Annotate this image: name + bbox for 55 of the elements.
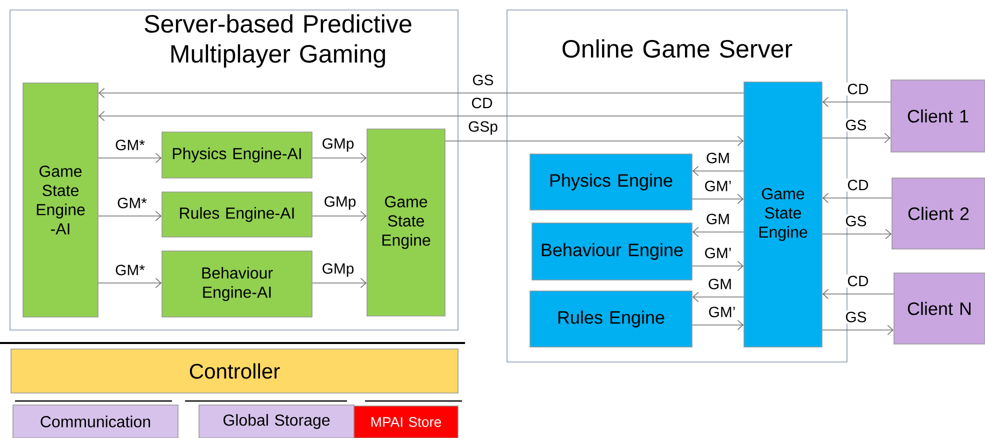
- arrow: [98, 278, 162, 288]
- arrow: [822, 96, 891, 108]
- arrow: [98, 110, 744, 122]
- arrow: [822, 228, 892, 240]
- arrow: [822, 132, 891, 144]
- engine-box: Game State Engine: [744, 82, 822, 348]
- engine-box: Physics Engine: [530, 154, 692, 210]
- engine-box: Game State Engine: [366, 128, 446, 316]
- arrow: [692, 292, 744, 302]
- edge-label: GS: [844, 310, 868, 324]
- edge-label: CD: [470, 96, 494, 110]
- arrow: [822, 324, 894, 336]
- arrow: [98, 152, 162, 164]
- edge-label: GM: [704, 151, 732, 165]
- arrow: [822, 192, 892, 204]
- client-box: Client N: [894, 272, 985, 344]
- client-box: Client 1: [890, 80, 985, 152]
- edge-label: CD: [846, 82, 870, 96]
- engine-box: Behaviour Engine-AI: [162, 250, 312, 318]
- edge-label: CD: [846, 274, 870, 288]
- edge-label: GMp: [320, 136, 356, 154]
- edge-label: GM: [706, 277, 734, 291]
- client-box: Client 2: [892, 178, 985, 250]
- module-box: Communication: [12, 404, 178, 438]
- arrow: [98, 88, 744, 98]
- engine-box: Behaviour Engine: [532, 222, 692, 280]
- arrow: [692, 320, 744, 330]
- edge-label: GSp: [466, 120, 500, 136]
- arrow: [822, 288, 894, 300]
- engine-box: Game State Engine -AI: [22, 82, 98, 318]
- engine-box: Rules Engine: [530, 290, 692, 348]
- edge-label: GMp: [322, 194, 358, 212]
- edge-label: GS: [844, 118, 868, 132]
- arrow: [312, 210, 367, 222]
- controller-bar: Controller: [10, 348, 458, 394]
- arrow: [692, 226, 744, 238]
- arrow: [98, 210, 162, 222]
- edge-label: GM*: [114, 263, 146, 277]
- edge-label: GM*: [116, 196, 148, 210]
- store-box: MPAI Store: [354, 406, 458, 438]
- engine-box: Physics Engine-AI: [162, 132, 312, 178]
- arrow: [312, 278, 367, 288]
- edge-label: GMp: [320, 262, 356, 278]
- arrow: [692, 260, 744, 272]
- module-box: Global Storage: [198, 404, 354, 438]
- engine-box: Rules Engine-AI: [162, 192, 312, 238]
- edge-label: GM*: [114, 138, 146, 152]
- edge-label: GS: [844, 214, 868, 228]
- edge-label: CD: [846, 178, 870, 192]
- arrow: [692, 194, 744, 204]
- edge-label: GS: [470, 73, 496, 87]
- arrow: [445, 136, 744, 146]
- arrow: [692, 166, 744, 176]
- arrow: [312, 152, 367, 164]
- edge-label: GM: [704, 212, 732, 226]
